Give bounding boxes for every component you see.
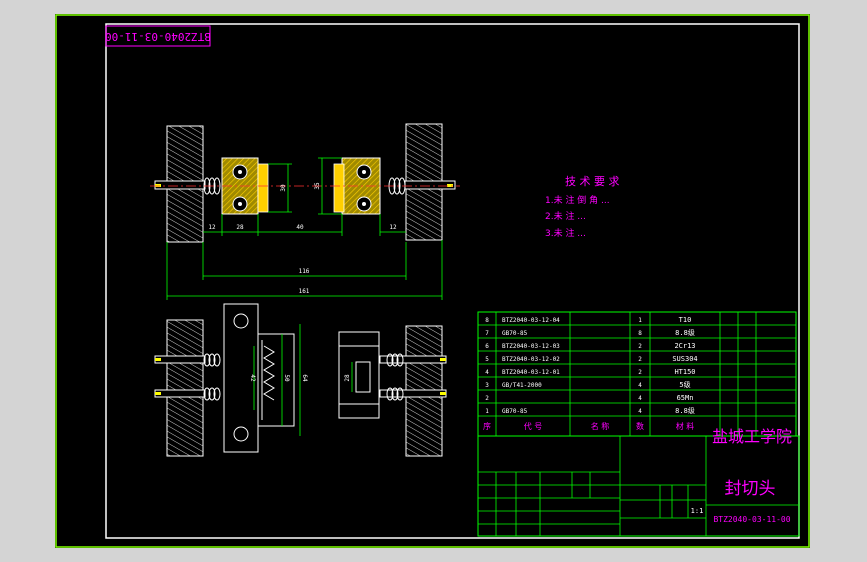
bom-no: 5: [485, 356, 489, 363]
rotated-drawing-number: BTZ2040-03-11-00: [105, 30, 211, 43]
bom-material: 8.8级: [675, 406, 695, 415]
dim-42: 42: [249, 374, 256, 382]
bom-row: 6 BTZ2040-03-12-03 2 2Cr13: [485, 342, 695, 350]
school-name: 盐城工学院: [712, 427, 792, 446]
bom-header-material: 材 料: [676, 421, 695, 431]
bom-qty: 2: [638, 369, 642, 376]
bom-no: 4: [485, 369, 489, 376]
bom-no: 1: [485, 408, 489, 415]
bom-code: GB/T41-2000: [502, 382, 542, 389]
dim-12-right: 12: [389, 224, 397, 231]
bom-header-code: 代 号: [524, 421, 543, 431]
scale: 1:1: [691, 507, 704, 515]
bom-row: 4 BTZ2040-03-12-01 2 HT150: [485, 368, 695, 376]
bom-table: 8 BTZ2040-03-12-04 1 T10 7 GB70-85 8 8.8…: [477, 311, 797, 437]
dim-12-left: 12: [208, 224, 216, 231]
outer-border: [55, 14, 810, 548]
tech-requirements: 技 术 要 求 1.未 注 倒 角 ... 2.未 注 ... 3.未 注 ..…: [545, 175, 620, 239]
title-block: 盐城工学院 封切头 BTZ2040-03-11-00 1:1: [477, 427, 800, 537]
dim-161: 161: [299, 288, 310, 295]
bom-material: 65Mn: [677, 394, 694, 402]
drawing-sheet: BTZ2040-03-11-00: [55, 14, 810, 548]
side-view: 28: [338, 325, 447, 457]
tech-line-3: 3.未 注 ...: [545, 227, 586, 239]
bom-no: 8: [485, 317, 489, 324]
bom-material: T10: [679, 316, 692, 324]
bom-row: 8 BTZ2040-03-12-04 1 T10: [485, 316, 691, 324]
bom-material: 8.8级: [675, 328, 695, 337]
bom-material: 2Cr13: [674, 342, 695, 350]
front-view: 12 28 40 12 116 161 30 35: [150, 123, 460, 300]
bom-material: SUS304: [672, 355, 697, 363]
bom-row: 5 BTZ2040-03-12-02 2 SUS304: [485, 355, 697, 363]
bom-material: 5级: [679, 380, 690, 389]
bom-qty: 1: [638, 317, 642, 324]
tech-line-1: 1.未 注 倒 角 ...: [545, 194, 610, 206]
dim-30: 30: [280, 184, 287, 192]
bom-row: 3 GB/T41-2000 4 5级: [485, 380, 690, 389]
bom-header-no: 序: [483, 421, 491, 431]
part-name: 封切头: [725, 479, 776, 499]
bom-qty: 8: [638, 330, 642, 337]
dim-64: 64: [301, 374, 308, 382]
cad-drawing: BTZ2040-03-11-00: [55, 14, 810, 548]
dim-28: 28: [236, 224, 244, 231]
bom-no: 7: [485, 330, 489, 337]
bom-qty: 4: [638, 395, 642, 402]
bom-qty: 4: [638, 382, 642, 389]
bom-header-name: 名 称: [591, 421, 610, 431]
dim-50: 50: [283, 374, 290, 382]
bom-no: 6: [485, 343, 489, 350]
bom-qty: 2: [638, 343, 642, 350]
bom-row: 2 4 65Mn: [485, 394, 693, 402]
bom-code: BTZ2040-03-12-03: [502, 343, 560, 350]
bom-row: 7 GB70-85 8 8.8级: [485, 328, 695, 337]
bom-row: 1 GB70-85 4 8.8级: [485, 406, 695, 415]
dim-116: 116: [299, 268, 310, 275]
bom-header-qty: 数: [636, 421, 644, 431]
title-drawing-number: BTZ2040-03-11-00: [713, 515, 790, 524]
bom-code: BTZ2040-03-12-04: [502, 317, 560, 324]
bom-material: HT150: [674, 368, 695, 376]
bom-qty: 2: [638, 356, 642, 363]
rotated-number-box: BTZ2040-03-11-00: [105, 25, 211, 47]
tech-line-2: 2.未 注 ...: [545, 210, 586, 222]
bom-code: GB70-85: [502, 330, 528, 337]
bom-code: BTZ2040-03-12-01: [502, 369, 560, 376]
bom-header: 序 代 号 名 称 数 材 料: [483, 421, 694, 431]
inner-border: [105, 23, 800, 539]
bom-code: GB70-85: [502, 408, 528, 415]
bom-code: BTZ2040-03-12-02: [502, 356, 560, 363]
bom-no: 3: [485, 382, 489, 389]
tech-title: 技 术 要 求: [565, 175, 620, 188]
bom-qty: 4: [638, 408, 642, 415]
top-view: 42 50 64: [154, 303, 308, 457]
bom-no: 2: [485, 395, 489, 402]
dim-40: 40: [296, 224, 304, 231]
dim-28-side: 28: [344, 374, 351, 382]
dim-35: 35: [314, 182, 321, 190]
